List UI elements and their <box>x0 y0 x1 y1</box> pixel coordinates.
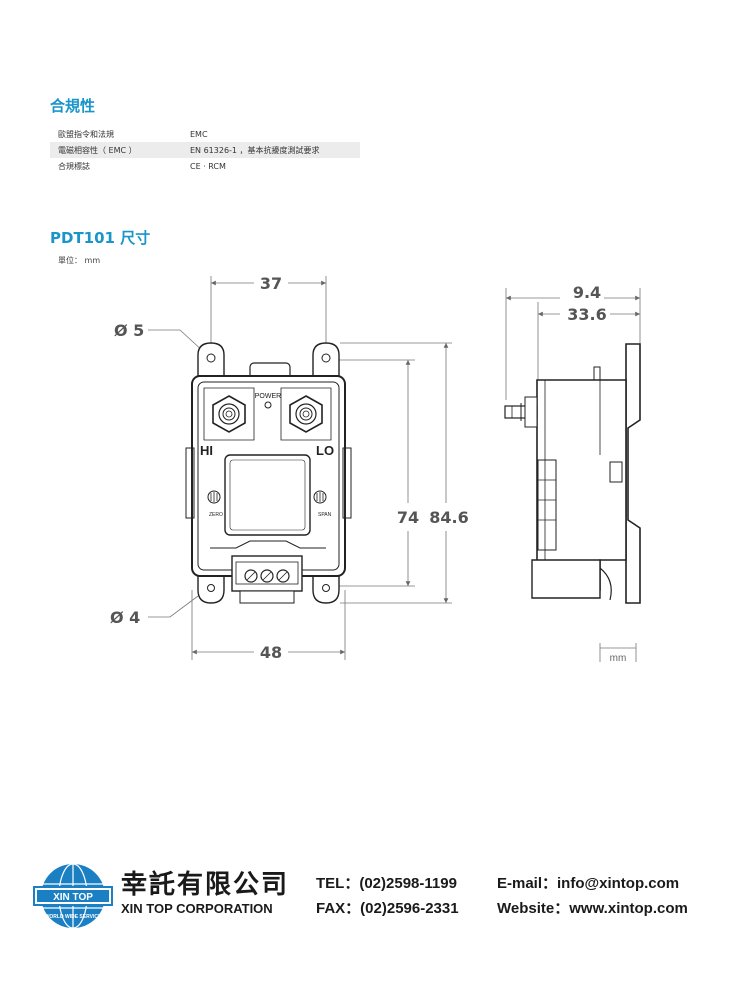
dim-top-width: 37 <box>260 274 282 293</box>
email-address[interactable]: E-mail：info@xintop.com <box>497 875 680 892</box>
row-value: EMC <box>190 129 208 139</box>
dim-height-inner: 74 <box>397 508 419 527</box>
device-front-view <box>185 342 352 604</box>
dimension-drawing: 37 Ø 5 Ø 4 48 74 84.6 <box>110 274 641 664</box>
dim-bottom-width: 48 <box>260 643 282 662</box>
table-row: 電磁相容性（ EMC ） EN 61326-1 ，基本抗擾度測試要求 <box>50 142 360 158</box>
svg-text:XIN TOP: XIN TOP <box>53 892 93 903</box>
company-name-en: XIN TOP CORPORATION <box>121 901 273 916</box>
svg-text:WORLD WIDE SERVICE: WORLD WIDE SERVICE <box>45 914 102 920</box>
xintop-logo-icon: XIN TOP WORLD WIDE SERVICE <box>33 863 113 929</box>
row-value: CE · RCM <box>190 161 226 171</box>
device-side-view <box>504 343 641 604</box>
hi-label: HI <box>200 443 213 458</box>
lo-label: LO <box>316 443 334 458</box>
row-value: EN 61326-1 ，基本抗擾度測試要求 <box>182 142 360 158</box>
row-label: 歐盟指令和法規 <box>58 129 114 139</box>
span-label: SPAN <box>318 512 332 518</box>
zero-label: ZERO <box>209 512 223 518</box>
dim-side-small: 9.4 <box>573 283 601 302</box>
unit-note: 單位： mm <box>58 256 101 265</box>
dim-hole-bottom: Ø 4 <box>110 608 140 627</box>
dim-height-outer: 84.6 <box>429 508 468 527</box>
dimensions-title: PDT101 尺寸 <box>50 229 151 247</box>
compliance-title: 合規性 <box>50 97 96 115</box>
dim-side-large: 33.6 <box>567 305 606 324</box>
table-row: 歐盟指令和法規 EMC <box>50 126 360 142</box>
website-link[interactable]: Website：www.xintop.com <box>497 900 688 917</box>
power-label: POWER <box>255 393 281 400</box>
company-name-cn: 幸託有限公司 <box>121 870 290 900</box>
row-label: 合規標誌 <box>58 161 90 171</box>
fax-number: FAX：(02)2596-2331 <box>316 900 459 917</box>
dim-hole-top: Ø 5 <box>114 321 144 340</box>
table-row: 合規標誌 CE · RCM <box>50 158 360 174</box>
compliance-table: 歐盟指令和法規 EMC 電磁相容性（ EMC ） EN 61326-1 ，基本抗… <box>50 126 360 174</box>
row-label: 電磁相容性（ EMC ） <box>50 142 182 158</box>
phone-number: TEL：(02)2598-1199 <box>316 875 457 892</box>
scale-unit: mm <box>610 653 627 664</box>
